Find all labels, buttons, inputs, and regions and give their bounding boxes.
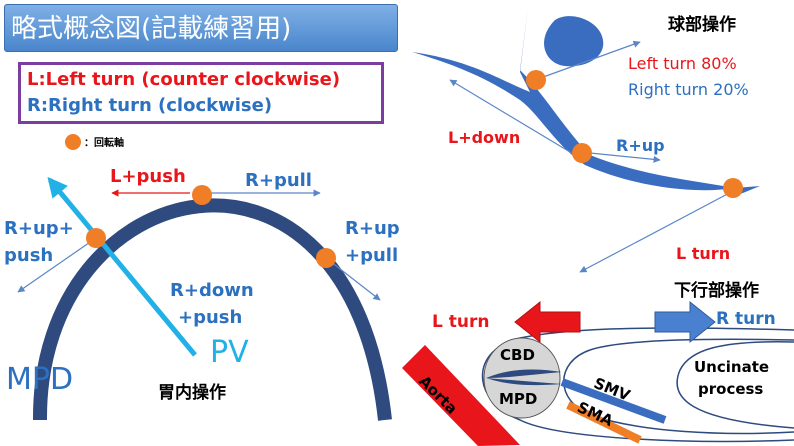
label-l-down: L+down	[448, 128, 521, 147]
pivot-icon	[723, 178, 743, 198]
label-pv: PV	[210, 335, 249, 370]
pivot-icon	[316, 248, 336, 268]
label-r-down-push-1: R+down	[170, 280, 254, 301]
legend-pivot-icon	[65, 134, 81, 150]
label-l-push: L+push	[110, 166, 186, 187]
mpd-duct	[486, 378, 562, 386]
sma-vessel	[566, 401, 642, 444]
label-r-up: R+up	[616, 136, 665, 155]
label-r-up-pull-2: +pull	[345, 245, 399, 266]
smv-vessel	[560, 378, 667, 424]
scope-line	[47, 176, 197, 357]
l-turn-arrow	[579, 189, 736, 273]
label-uncinate-1: Uncinate	[694, 358, 770, 376]
page-title: 略式概念図(記載練習用)	[4, 4, 398, 52]
caption-descending: 下行部操作	[674, 281, 759, 301]
legend-left-turn: L:Left turn (counter clockwise)	[27, 69, 341, 90]
label-r-up-pull-1: R+up	[345, 218, 400, 239]
label-mpd-left: MPD	[6, 362, 74, 397]
l-down-arrow	[449, 79, 576, 156]
pivot-icon	[86, 228, 106, 248]
legend-box: L:Left turn (counter clockwise) R:Right …	[18, 62, 384, 124]
label-right-turn-20: Right turn 20%	[628, 80, 749, 99]
label-r-up-push-1: R+up+	[4, 218, 74, 239]
label-r-pull: R+pull	[245, 170, 312, 191]
aorta-vessel	[402, 345, 520, 446]
l-turn-big-arrow	[514, 300, 581, 344]
r-up-pull-arrow	[325, 257, 381, 301]
label-cbd: CBD	[500, 346, 535, 364]
legend-right-turn: R:Right turn (clockwise)	[27, 95, 273, 116]
label-left-turn-80: Left turn 80%	[628, 54, 737, 73]
label-mpd-right: MPD	[499, 390, 538, 408]
duodenal-bulb	[544, 16, 604, 67]
r-up-arrow	[579, 151, 661, 163]
pivot-icon	[192, 185, 212, 205]
duodenum-outer-wall	[481, 327, 794, 443]
pivot-icon	[572, 143, 592, 163]
label-l-turn-top: L turn	[676, 244, 731, 263]
label-uncinate-2: process	[698, 380, 764, 398]
legend-axis-note: ：回転軸	[84, 138, 124, 149]
r-turn-big-arrow	[654, 300, 716, 344]
bulb-arrow	[534, 40, 641, 81]
papilla-region	[483, 337, 561, 419]
caption-stomach: 胃内操作	[158, 383, 226, 403]
stomach-arc	[32, 198, 392, 421]
cbd-duct	[486, 369, 562, 378]
pivot-icon	[526, 70, 546, 90]
caption-bulb: 球部操作	[668, 15, 736, 35]
label-r-down-push-2: +push	[178, 307, 243, 328]
r-up-push-arrow	[17, 237, 97, 293]
label-r-up-push-2: push	[4, 245, 54, 266]
label-l-turn-bottom: L turn	[432, 312, 490, 332]
label-r-turn-bottom: R turn	[716, 309, 776, 329]
uncinate-outline	[676, 340, 794, 429]
